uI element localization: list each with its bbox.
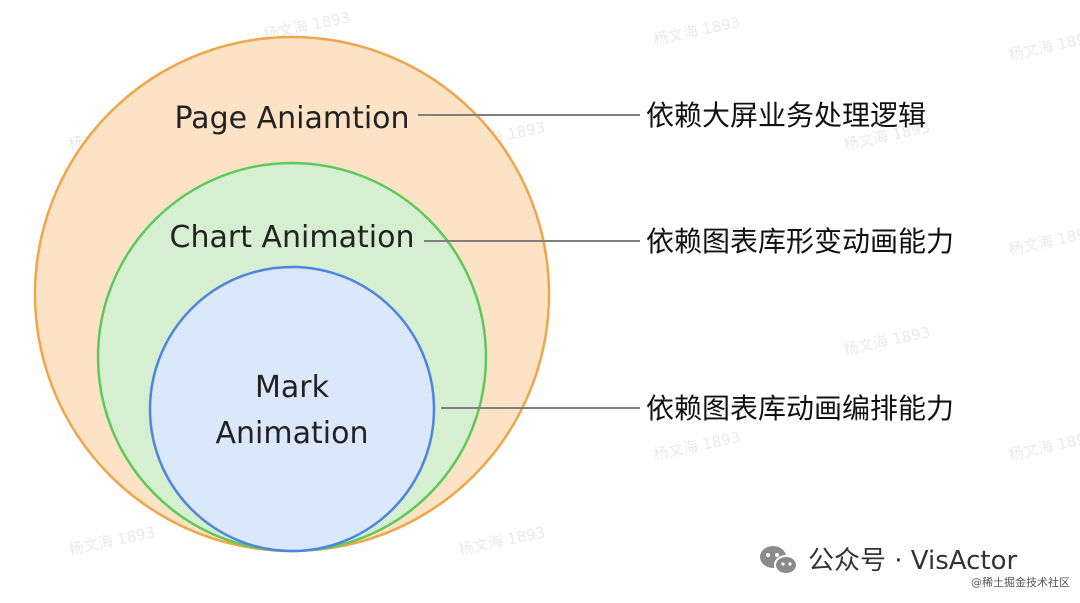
watermark-text: 杨文海 1893 (67, 523, 157, 559)
watermark-text: 杨文海 1893 (652, 428, 742, 464)
mark-description-label: 依赖图表库动画编排能力 (646, 392, 954, 425)
watermark-text: 杨文海 1893 (1007, 428, 1080, 464)
page-animation-label: Page Aniamtion (174, 101, 409, 136)
watermark-text: 杨文海 1893 (842, 323, 932, 359)
watermark-text: 杨文海 1893 (652, 13, 742, 49)
watermark-text: 杨文海 1893 (1007, 28, 1080, 64)
chart-animation-label: Chart Animation (170, 220, 415, 255)
mark-animation-label-line: Mark (255, 370, 330, 405)
page-description-label: 依赖大屏业务处理逻辑 (646, 99, 926, 132)
mark-animation-label-line: Animation (216, 416, 369, 451)
chart-description-label: 依赖图表库形变动画能力 (646, 225, 954, 258)
brand-subtitle: @稀土掘金技术社区 (971, 575, 1070, 589)
wechat-icon (760, 546, 798, 575)
brand-block: 公众号 · VisActor @稀土掘金技术社区 (760, 546, 1070, 589)
watermark-text: 杨文海 1893 (1007, 223, 1080, 259)
mark-animation-circle (148, 265, 436, 553)
brand-label: 公众号 · VisActor (808, 546, 1018, 576)
watermark-text: 杨文海 1893 (457, 523, 547, 559)
